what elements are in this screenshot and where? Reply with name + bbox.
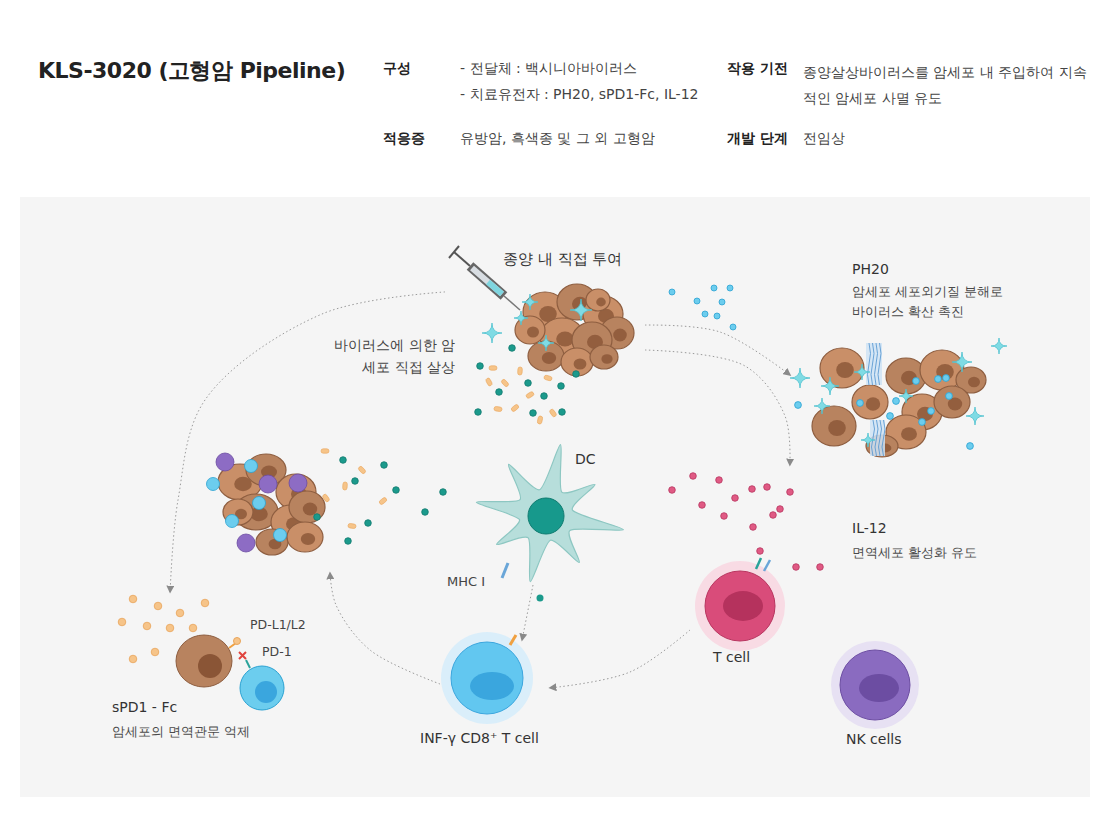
mhc-marker [502, 563, 508, 578]
virus-particle [790, 368, 810, 388]
field-value: - 치료유전자 : PH20, sPD1-Fc, IL-12 [460, 85, 698, 103]
il12-region: IL-12 면역세포 활성화 유도 [665, 465, 1010, 575]
flow-arrow [645, 350, 790, 465]
virus-particle [899, 389, 913, 403]
virus-particle [991, 338, 1007, 354]
node-title: DC [575, 450, 596, 468]
virus-particle [814, 398, 830, 414]
field-name: 적응증 [383, 129, 425, 147]
node-title: 종양 내 직접 투여 [503, 250, 622, 268]
tumor-cells [218, 454, 325, 555]
virus-particle [570, 299, 592, 321]
process-note: 바이러스에 의한 암세포 직접 살상 [330, 334, 455, 378]
dc-node: DC [470, 430, 620, 585]
node-title: NK cells [846, 730, 902, 748]
virus-particle [854, 364, 870, 380]
node-title: sPD1 - Fc [112, 698, 177, 716]
il12-dots [669, 473, 824, 571]
ph20-dots [669, 285, 736, 330]
node-title: T cell [713, 648, 750, 666]
t-cells-small [207, 460, 287, 542]
node-description: 암세포 세포외기질 분해로 바이러스 확산 촉진 [852, 282, 1017, 322]
node-description: 면역세포 활성화 유도 [852, 543, 977, 563]
node-title: IL-12 [852, 519, 887, 537]
spd1-node: sPD1 - Fc 암세포의 면역관문 억제 [105, 592, 315, 747]
flow-arrow [522, 585, 533, 640]
antigen-dot [537, 595, 544, 602]
virus-particle [952, 352, 972, 372]
field-name: 구성 [383, 59, 411, 77]
virus-particle [538, 335, 554, 351]
antigen-capsules [321, 449, 387, 529]
field-value: 전임상 [803, 129, 845, 147]
field-value: - 전달체 : 백시니아바이러스 [460, 59, 637, 77]
flow-arrow [550, 630, 690, 688]
tumor-cells [812, 348, 986, 457]
flow-arrow [170, 292, 445, 592]
virus-particle [514, 311, 528, 325]
node-description: 암세포의 면역관문 억제 [112, 722, 250, 742]
node-title: INF-γ CD8⁺ T cell [420, 729, 539, 747]
antigen-capsules [485, 366, 557, 425]
flow-arrow [645, 325, 790, 375]
ph20-region: PH20 암세포 세포외기질 분해로 바이러스 확산 촉진 [790, 258, 1021, 458]
cd8-t-cell [441, 632, 533, 724]
injection-site: 종양 내 직접 투여 [445, 248, 645, 400]
field-name: 개발 단계 [727, 129, 788, 147]
virus-particle [966, 407, 984, 425]
flow-arrow [330, 573, 440, 684]
tumor-cells [515, 284, 634, 376]
nk-cell [831, 641, 919, 729]
ph20-dots [795, 375, 974, 450]
virus-particle [861, 433, 875, 447]
node-title: PH20 [852, 260, 889, 278]
nk-cell-node: NK cells [830, 640, 930, 755]
cd8-node: INF-γ CD8⁺ T cell [415, 640, 550, 755]
virus-particle [522, 294, 538, 310]
field-value: 유방암, 흑색종 및 그 외 고형암 [460, 129, 655, 147]
antigen-dots [314, 457, 447, 545]
virus-particle [821, 377, 839, 395]
receptor-name: PD-1 [262, 643, 292, 661]
nk-cells-small [216, 453, 307, 552]
page-title: KLS-3020 (고형암 Pipeline) [38, 56, 345, 86]
cell-nucleus [528, 498, 564, 534]
marker-name: MHC I [447, 573, 485, 591]
antigen-dots [475, 345, 580, 417]
background-panel [20, 197, 1090, 797]
t-cell-node: T cell [690, 565, 790, 670]
receptor-name: PD-L1/L2 [250, 616, 306, 634]
field-value: 종양살상바이러스를 암세포 내 주입하여 지속적인 암세포 사멸 유도 [803, 59, 1093, 111]
field-name: 작용 기전 [727, 59, 788, 77]
virus-particle [482, 323, 502, 343]
t-cell [695, 558, 785, 651]
dendritic-cell [476, 445, 623, 582]
